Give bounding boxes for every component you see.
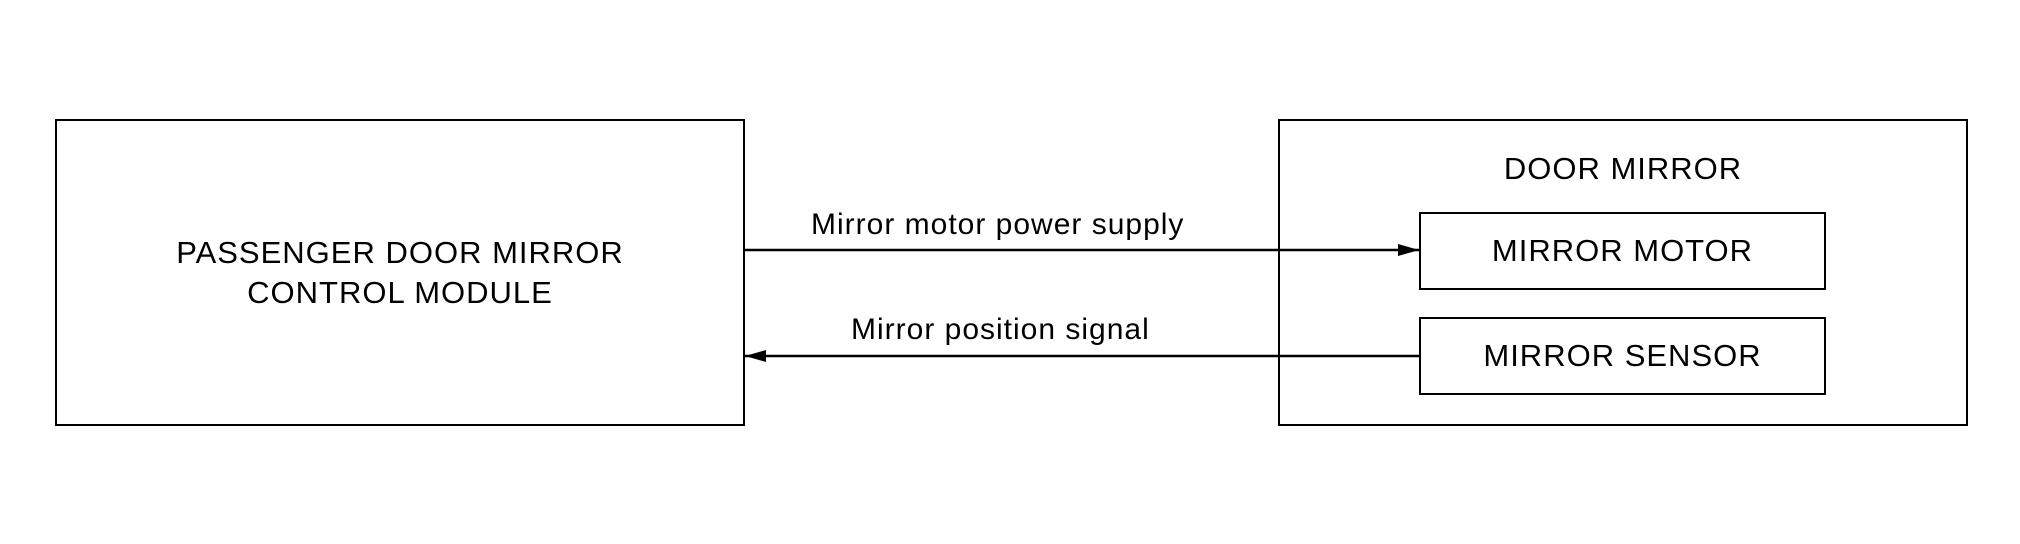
position-signal-arrowhead [745, 350, 766, 362]
control-module-block: PASSENGER DOOR MIRROR CONTROL MODULE [55, 119, 745, 426]
mirror-motor-block: MIRROR MOTOR [1419, 212, 1826, 290]
mirror-sensor-label: MIRROR SENSOR [1483, 338, 1762, 373]
door-mirror-title: DOOR MIRROR [1503, 151, 1743, 186]
mirror-sensor-block: MIRROR SENSOR [1419, 317, 1826, 395]
mirror-motor-label: MIRROR MOTOR [1491, 233, 1754, 268]
control-module-label: PASSENGER DOOR MIRROR CONTROL MODULE [176, 233, 624, 313]
position-signal-label: Mirror position signal [851, 313, 1150, 346]
power-supply-arrowhead [1398, 244, 1419, 256]
power-supply-label: Mirror motor power supply [811, 208, 1185, 241]
control-module-label-line1: PASSENGER DOOR MIRROR [176, 234, 624, 270]
control-module-label-line2: CONTROL MODULE [247, 274, 553, 310]
